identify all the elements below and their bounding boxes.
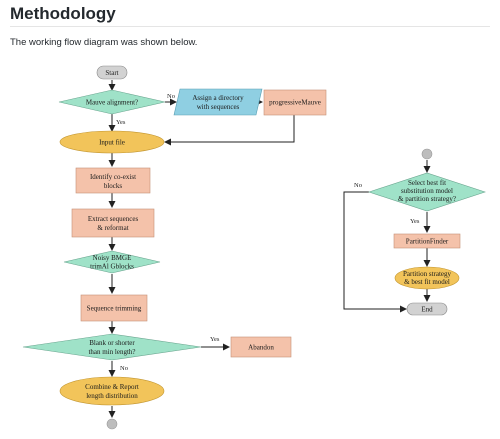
- partition-finder-label: PartitionFinder: [406, 238, 449, 246]
- blank-decision-line-1: Blank or shorter: [89, 339, 135, 347]
- extract-sequences-line-2: & reformat: [97, 224, 128, 232]
- blank-decision-line-2: than min length?: [88, 348, 135, 356]
- progressive-mauve-node: progressiveMauve: [263, 89, 327, 116]
- best-fit-yes-label: Yes: [410, 218, 420, 225]
- progressive-mauve-label: progressiveMauve: [269, 99, 321, 107]
- combine-report-line-1: Combine & Report: [85, 383, 139, 391]
- combine-report-line-2: length distribution: [86, 392, 138, 400]
- heading-divider: [10, 26, 490, 27]
- blank-yes-label: Yes: [210, 336, 220, 343]
- start-label: Start: [105, 69, 118, 77]
- abandon-label: Abandon: [248, 344, 274, 352]
- identify-blocks-line-2: blocks: [104, 182, 123, 190]
- alignment-yes-label: Yes: [116, 119, 126, 126]
- edge-progressive-to-input: [164, 115, 295, 146]
- blank-decision: Blank or shorter than min length?: [22, 333, 202, 361]
- alignment-no-label: No: [167, 93, 175, 100]
- best-fit-line-2: substitution model: [401, 187, 453, 195]
- partition-strategy-line-1: Partition strategy: [403, 270, 452, 278]
- edge-bestfit-to-end: [343, 191, 407, 313]
- abandon-node: Abandon: [230, 336, 292, 358]
- partition-finder-node: PartitionFinder: [393, 233, 461, 249]
- noisy-filters-decision: Noisy BMGE trimAl Gblocks: [63, 250, 161, 274]
- partition-strategy-line-2: & best fit model: [404, 278, 450, 286]
- start-connector-right: [421, 148, 433, 160]
- best-fit-decision: Select best fit substitution model & par…: [368, 172, 486, 212]
- alignment-decision: Mauve alignment?: [58, 89, 166, 115]
- assign-directory-line-1: Assign a directory: [192, 94, 244, 102]
- best-fit-line-3: & partition strategy?: [398, 195, 456, 203]
- assign-directory-node: Assign a directory with sequences: [173, 88, 263, 116]
- sequence-trimming-label: Sequence trimming: [87, 305, 142, 313]
- noisy-filters-line-1: Noisy BMGE: [93, 254, 132, 262]
- best-fit-line-1: Select best fit: [408, 179, 446, 187]
- end-label: End: [421, 306, 433, 314]
- extract-sequences-line-1: Extract sequences: [88, 215, 139, 223]
- identify-blocks-node: Identify co-exist blocks: [75, 167, 151, 194]
- input-file-label: Input file: [99, 139, 125, 147]
- alignment-decision-label: Mauve alignment?: [86, 99, 138, 107]
- intro-paragraph: The working flow diagram was shown below…: [10, 37, 198, 48]
- best-fit-no-label: No: [354, 182, 362, 189]
- input-file-node: Input file: [59, 130, 165, 154]
- section-title: Methodology: [10, 4, 116, 23]
- blank-no-label: No: [120, 365, 128, 372]
- assign-directory-line-2: with sequences: [197, 103, 240, 111]
- extract-sequences-node: Extract sequences & reformat: [71, 208, 155, 238]
- combine-report-node: Combine & Report length distribution: [59, 376, 165, 406]
- start-node: Start: [96, 65, 128, 80]
- sequence-trimming-node: Sequence trimming: [80, 294, 148, 322]
- partition-strategy-node: Partition strategy & best fit model: [394, 266, 460, 290]
- noisy-filters-line-2: trimAl Gblocks: [90, 263, 134, 271]
- end-connector-left: [106, 418, 118, 430]
- identify-blocks-line-1: Identify co-exist: [90, 173, 136, 181]
- end-node: End: [406, 302, 448, 316]
